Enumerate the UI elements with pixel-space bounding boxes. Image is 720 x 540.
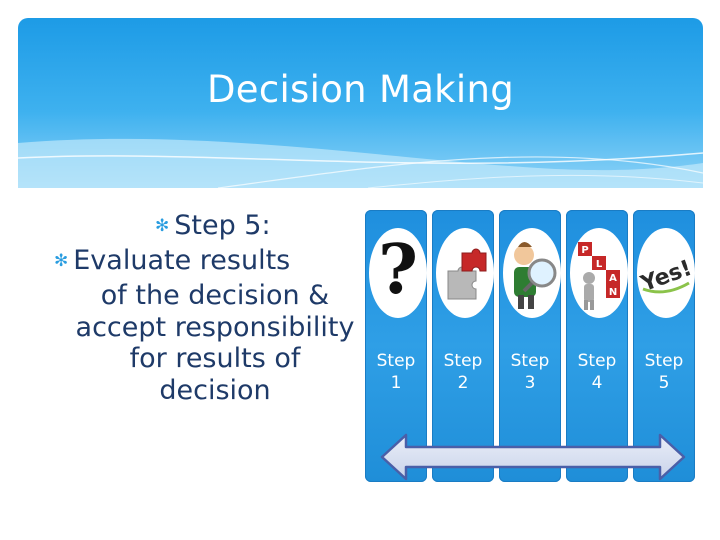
asterisk-bullet-icon: ✻: [54, 251, 69, 271]
title-banner: Decision Making: [18, 18, 703, 188]
step-label-4: Step 4: [577, 351, 617, 393]
double-arrow-icon: [380, 433, 686, 481]
puzzle-pieces-icon: [436, 228, 494, 318]
steps-diagram: ? Step 1 Step 2 Step 3: [365, 210, 697, 482]
slide-title: Decision Making: [206, 68, 515, 111]
bullet-text-block: ✻ Step 5: ✻ Evaluate results of the deci…: [40, 210, 355, 406]
bullet-evaluate-continuation: of the decision & accept responsibility …: [75, 280, 355, 406]
magnifying-glass-person-icon: [503, 228, 561, 318]
plan-letter-n: N: [609, 287, 617, 298]
step-label-3: Step 3: [510, 351, 550, 393]
bullet-evaluate-text: Evaluate results: [73, 245, 291, 276]
plan-letter-l: L: [596, 259, 603, 270]
step-label-5: Step 5: [644, 351, 684, 393]
step-column-3: Step 3: [499, 210, 561, 482]
bullet-step-text: Step 5:: [174, 210, 271, 241]
step-label-2: Step 2: [443, 351, 483, 393]
bullet-step: ✻ Step 5:: [40, 210, 355, 245]
plan-sign-person-icon: P L A N: [570, 228, 628, 318]
asterisk-bullet-icon: ✻: [155, 216, 170, 236]
plan-letter-a: A: [609, 273, 617, 284]
step-column-2: Step 2: [432, 210, 494, 482]
question-mark-icon: ?: [369, 228, 427, 318]
step-column-1: ? Step 1: [365, 210, 427, 482]
step-label-1: Step 1: [376, 351, 416, 393]
svg-text:?: ?: [378, 233, 418, 310]
wave-decoration: [18, 138, 703, 188]
plan-letter-p: P: [581, 245, 588, 256]
step-column-5: Yes! Step 5: [633, 210, 695, 482]
step-column-4: P L A N Step 4: [566, 210, 628, 482]
bullet-evaluate: ✻ Evaluate results: [40, 245, 355, 280]
yes-word-icon: Yes!: [637, 228, 695, 318]
